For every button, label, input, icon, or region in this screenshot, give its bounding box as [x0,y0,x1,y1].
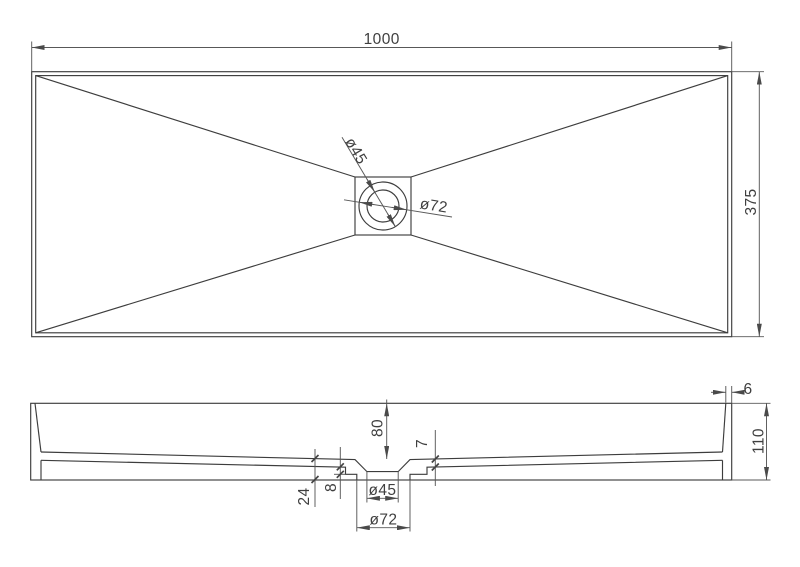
dim-overall-depth-label: 375 [743,188,760,215]
tick-mark [336,462,345,471]
slope-line [35,234,356,334]
tick-mark [431,462,440,472]
dim-section-drain-hole-label: ø45 [369,482,397,499]
dim-drain-recess: ø72 [343,195,453,218]
top-view: 1000 375 ø45 ø72 [31,31,764,338]
tick-mark [336,470,345,479]
dim-overall-height-label: 110 [751,428,768,454]
dim-underside-step: 8 [323,447,346,499]
dim-overall-width: 1000 [31,31,733,72]
dim-floor-thickness: 7 [414,430,440,486]
dim-overall-height: 110 [731,402,771,481]
slope-line [410,75,728,178]
dim-overall-width-label: 1000 [364,31,400,48]
dim-rim-thickness: 6 [711,381,752,404]
floor-underside-left [40,459,358,480]
drain-square [354,176,412,236]
top-view-slope-lines [35,75,728,334]
dim-drain-boss-depth-label: 24 [296,487,313,505]
top-view-rim-inner-edge [35,75,729,334]
dim-overall-depth: 375 [731,71,764,338]
dim-underside-step-label: 8 [323,483,340,492]
dim-drain-hole-label: ø45 [341,135,370,168]
dim-rim-thickness-label: 6 [743,381,752,398]
side-view-outline [30,402,733,481]
dim-section-drain-recess: ø72 [356,480,411,532]
tick-mark [310,475,320,484]
dim-drain-boss-depth: 24 [296,449,320,507]
dim-section-drain-hole: ø45 [366,471,399,503]
dim-bowl-depth: 80 [370,399,390,459]
dim-bowl-depth-label: 80 [370,419,387,437]
floor-underside-right [409,459,723,480]
tick-mark [431,454,440,464]
leader-arrow [359,201,375,207]
tick-mark [310,454,320,463]
slope-line [410,234,728,334]
leader-arrow [391,205,407,211]
side-view: 6 110 80 7 8 [30,381,771,532]
drain-recess-circle [358,181,408,231]
dim-section-drain-recess-label: ø72 [370,512,398,529]
left-wall-inner-face [34,403,42,453]
slope-line [35,75,356,178]
floor-top-surface [40,451,723,473]
dim-floor-thickness-label: 7 [414,439,431,448]
dim-drain-recess-label: ø72 [419,195,449,216]
top-view-outer-edge [31,71,733,338]
right-wall-inner-face [721,403,727,453]
leader-arrow [365,179,376,193]
leader-arrow [386,213,396,227]
